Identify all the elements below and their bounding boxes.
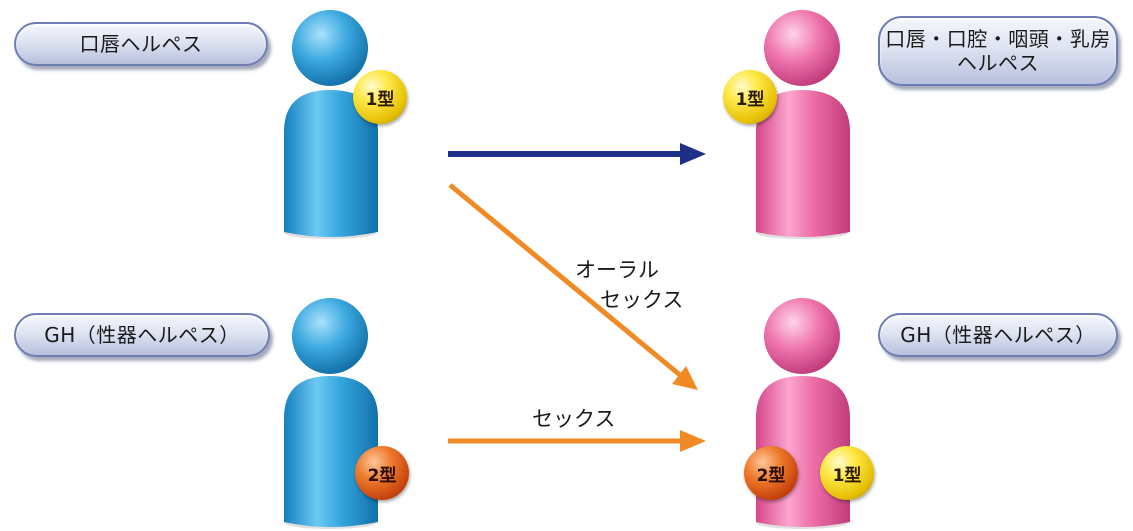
label-genital-herpes-left-text: GH（性器ヘルペス）	[44, 323, 240, 347]
label-line-1: 口唇・口腔・咽頭・乳房	[885, 27, 1111, 51]
male-figure-top	[284, 10, 378, 239]
sex-label: セックス	[532, 407, 616, 431]
type2-badge-male-bottom: 2型	[355, 446, 409, 500]
arrow-sex	[448, 430, 706, 452]
label-oral-herpes-text: 口唇ヘルペス	[79, 32, 203, 56]
label-line-2: ヘルペス	[957, 51, 1039, 75]
label-genital-herpes-left: GH（性器ヘルペス）	[14, 313, 270, 357]
label-oral-throat-breast-herpes: 口唇・口腔・咽頭・乳房 ヘルペス	[878, 16, 1118, 86]
male-figure-bottom	[284, 298, 378, 529]
type1-badge-male-top: 1型	[353, 70, 407, 124]
arrow-type1-transmission	[448, 143, 706, 165]
oral-sex-label-line1: オーラル	[575, 258, 659, 282]
type1-badge-female-top: 1型	[723, 70, 777, 124]
oral-sex-label-line2: セックス	[600, 288, 684, 312]
type2-badge-female-bottom: 2型	[744, 446, 798, 500]
type1-badge-female-bottom: 1型	[820, 446, 874, 500]
female-figure-top	[756, 10, 850, 239]
label-oral-herpes: 口唇ヘルペス	[14, 22, 268, 66]
label-genital-herpes-right-text: GH（性器ヘルペス）	[900, 323, 1096, 347]
label-genital-herpes-right: GH（性器ヘルペス）	[878, 313, 1118, 357]
arrow-oral-sex	[448, 183, 698, 390]
